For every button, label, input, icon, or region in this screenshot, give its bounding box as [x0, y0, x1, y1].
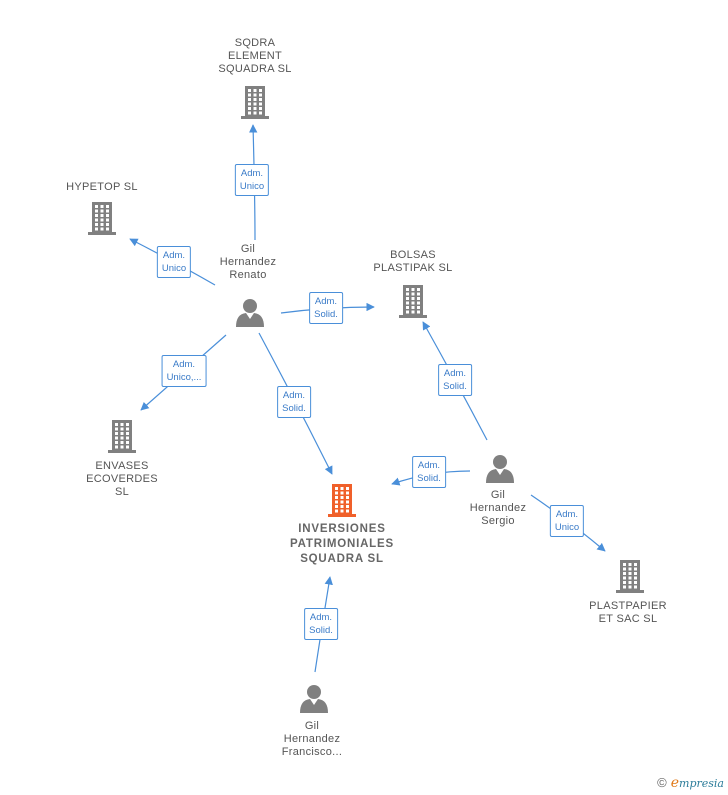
edge-label-sergio-bolsas[interactable]: Adm. Solid. — [438, 364, 472, 396]
node-label-line: Francisco... — [281, 746, 343, 758]
edge-label-line: Adm. — [240, 168, 264, 179]
building-icon-envases[interactable] — [108, 420, 136, 453]
edge-label-line: Unico — [161, 263, 187, 274]
node-label-line: SL — [114, 486, 130, 498]
node-label-line: Gil — [304, 720, 320, 732]
node-label-line: BOLSAS — [390, 249, 436, 261]
node-label-line: PLASTPAPIER — [589, 600, 667, 612]
node-label-line: ELEMENT — [227, 50, 283, 62]
node-label-line: Sergio — [481, 515, 515, 527]
edge-label-sergio-inversiones[interactable]: Adm. Solid. — [412, 456, 446, 488]
edge-label-line: Unico — [554, 522, 580, 533]
edge-label-line: Solid. — [443, 381, 467, 392]
edge-label-line: Adm. — [309, 612, 333, 623]
building-icon-plastpapier[interactable] — [616, 560, 644, 593]
edge-label-line: Unico,... — [166, 372, 202, 383]
node-label-hypetop[interactable]: HYPETOP SL — [66, 181, 138, 194]
edge-label-renato-inversiones[interactable]: Adm. Solid. — [277, 386, 311, 418]
node-label-line: Hernandez — [283, 733, 341, 745]
edge-label-francisco-inversiones[interactable]: Adm. Solid. — [304, 608, 338, 640]
person-icon-francisco[interactable] — [300, 685, 328, 713]
edge-label-line: Solid. — [314, 309, 338, 320]
node-label-line: SQUADRA SL — [218, 63, 292, 75]
node-label-line: HYPETOP SL — [66, 181, 138, 193]
edge-label-line: Solid. — [309, 625, 333, 636]
edge-label-line: Adm. — [314, 296, 338, 307]
edge-label-line: Adm. — [443, 368, 467, 379]
edge-label-line: Adm. — [555, 509, 579, 520]
edge-label-line: Adm. — [282, 390, 306, 401]
watermark: ©empresia — [657, 775, 724, 791]
edge-label-line: Adm. — [172, 359, 196, 370]
edges-layer — [129, 124, 606, 673]
node-label-line: Renato — [229, 269, 267, 281]
node-label-inversiones[interactable]: INVERSIONES PATRIMONIALES SQUADRA SL — [290, 522, 394, 567]
edge-label-renato-bolsas[interactable]: Adm. Solid. — [309, 292, 343, 324]
icons-layer — [88, 86, 644, 713]
node-label-line: ECOVERDES — [86, 473, 158, 485]
edge-label-sergio-plastpapier[interactable]: Adm. Unico — [549, 505, 585, 537]
building-icon-hypetop[interactable] — [88, 202, 116, 235]
building-icon-sqdra[interactable] — [241, 86, 269, 119]
person-icon-renato[interactable] — [236, 299, 264, 327]
node-label-line: PLASTIPAK SL — [373, 262, 453, 274]
copyright-symbol: © — [657, 775, 667, 790]
node-label-line: ET SAC SL — [598, 613, 658, 625]
node-label-line: ENVASES — [95, 460, 149, 472]
node-label-line: SQDRA — [234, 37, 276, 49]
edge-label-line: Solid. — [417, 473, 441, 484]
brand-logo-initial: e — [670, 775, 680, 791]
person-icon-sergio[interactable] — [486, 455, 514, 483]
node-label-line: Hernandez — [469, 502, 527, 514]
edge-label-line: Adm. — [162, 250, 186, 261]
node-label-line: INVERSIONES — [298, 523, 386, 535]
node-label-line: Gil — [240, 243, 256, 255]
brand-logo-text: mpresia — [679, 777, 724, 790]
edge-label-renato-sqdra[interactable]: Adm. Unico — [234, 164, 270, 196]
edge-label-renato-hypetop[interactable]: Adm. Unico — [156, 246, 192, 278]
building-icon-bolsas[interactable] — [399, 285, 427, 318]
node-label-line: Hernandez — [219, 256, 277, 268]
edge-label-line: Adm. — [417, 460, 441, 471]
edge-label-line: Solid. — [282, 403, 306, 414]
building-icon-inversiones[interactable] — [328, 484, 356, 517]
edge-label-line: Unico — [239, 181, 265, 192]
node-label-line: SQUADRA SL — [300, 553, 384, 565]
node-label-line: Gil — [490, 489, 506, 501]
node-label-line: PATRIMONIALES — [290, 538, 394, 550]
edge-label-renato-envases[interactable]: Adm. Unico,... — [161, 355, 207, 387]
